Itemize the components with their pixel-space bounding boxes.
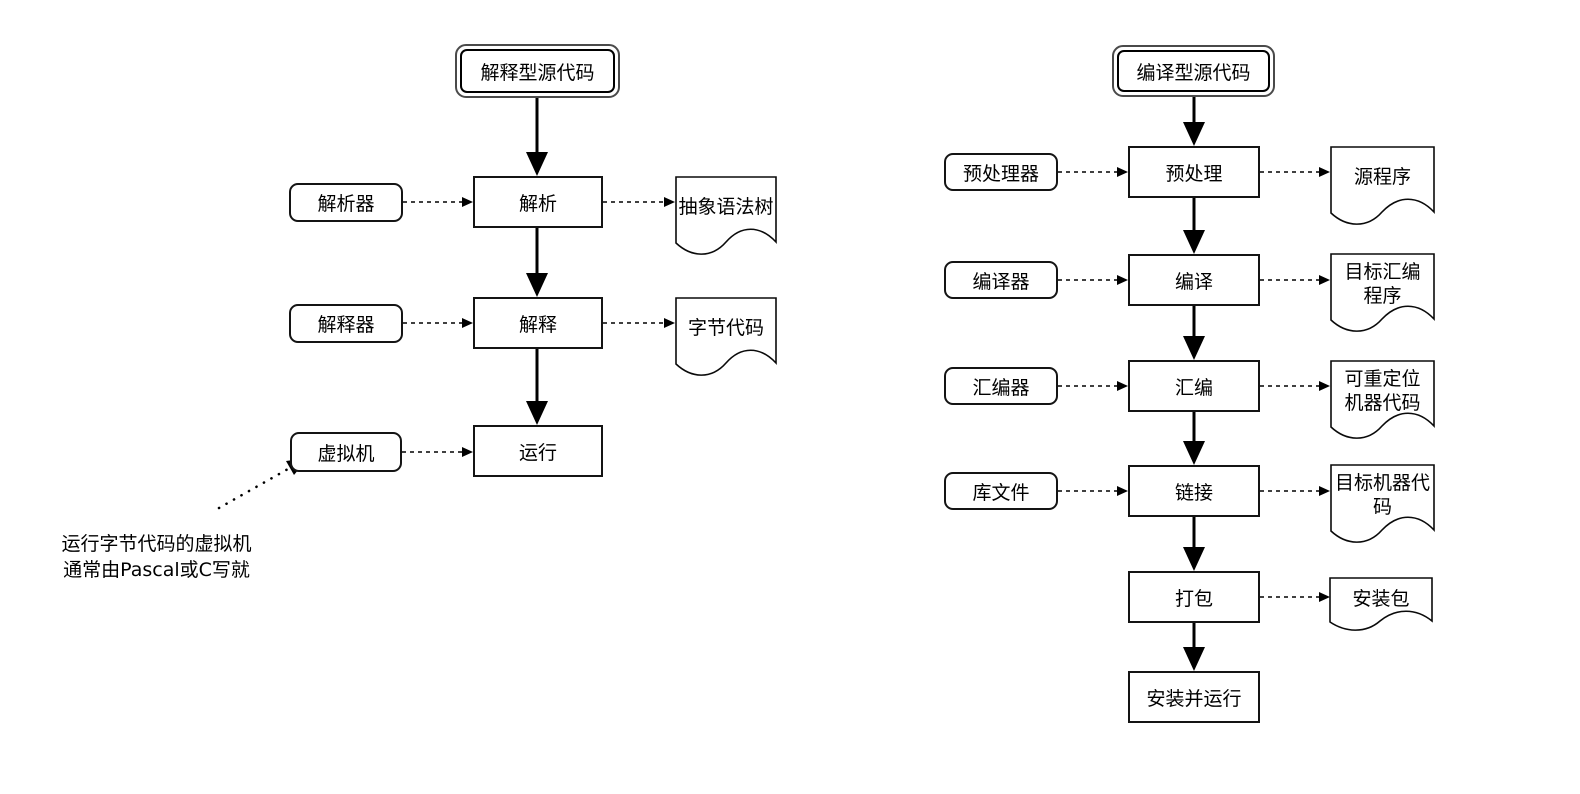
doc-relocatable-machine-code: 可重定位 机器代码 <box>1330 360 1435 442</box>
node-interpreted-source-label: 解释型源代码 <box>460 49 615 93</box>
document-shape-icon <box>1330 146 1435 225</box>
doc-label: 源程序 <box>1353 166 1411 188</box>
node-interpret-process: 解释 <box>473 297 603 349</box>
node-virtual-machine-tool: 虚拟机 <box>290 432 402 472</box>
doc-label: 抽象语法树 <box>678 196 774 218</box>
node-preprocess-process: 预处理 <box>1128 146 1260 198</box>
node-compiled-source: 编译型源代码 <box>1112 45 1275 97</box>
node-run-process: 运行 <box>473 425 603 477</box>
node-interpreted-source: 解释型源代码 <box>455 44 620 98</box>
node-package-process: 打包 <box>1128 571 1260 623</box>
node-preprocessor-tool: 预处理器 <box>944 153 1058 191</box>
doc-target-assembly: 目标汇编 程序 <box>1330 253 1435 335</box>
node-assemble-process: 汇编 <box>1128 360 1260 412</box>
node-compiled-source-label: 编译型源代码 <box>1117 50 1270 92</box>
doc-label: 目标机器代 码 <box>1334 472 1430 518</box>
document-shape-icon <box>1330 464 1435 543</box>
node-link-process: 链接 <box>1128 465 1260 517</box>
doc-label: 可重定位 机器代码 <box>1344 368 1421 414</box>
doc-label: 字节代码 <box>687 317 764 339</box>
doc-abstract-syntax-tree: 抽象语法树 <box>675 176 777 258</box>
node-compile-process: 编译 <box>1128 254 1260 306</box>
document-shape-icon <box>675 176 777 255</box>
node-install-run-process: 安装并运行 <box>1128 671 1260 723</box>
document-shape-icon <box>675 297 777 376</box>
doc-label: 目标汇编 程序 <box>1344 261 1421 307</box>
node-parse-process: 解析 <box>473 176 603 228</box>
node-library-files-tool: 库文件 <box>944 472 1058 510</box>
node-interpreter-tool: 解释器 <box>289 304 403 343</box>
node-parser-tool: 解析器 <box>289 183 403 222</box>
doc-target-machine-code: 目标机器代 码 <box>1330 464 1435 546</box>
doc-label: 安装包 <box>1352 588 1410 610</box>
doc-installer-package: 安装包 <box>1329 577 1433 635</box>
document-shape-icon <box>1329 577 1433 631</box>
document-shape-icon <box>1330 360 1435 439</box>
doc-bytecode: 字节代码 <box>675 297 777 379</box>
doc-source-program: 源程序 <box>1330 146 1435 228</box>
vm-annotation-note: 运行字节代码的虚拟机 通常由Pascal或C写就 <box>61 533 252 581</box>
node-compiler-tool: 编译器 <box>944 261 1058 299</box>
document-shape-icon <box>1330 253 1435 332</box>
node-assembler-tool: 汇编器 <box>944 367 1058 405</box>
